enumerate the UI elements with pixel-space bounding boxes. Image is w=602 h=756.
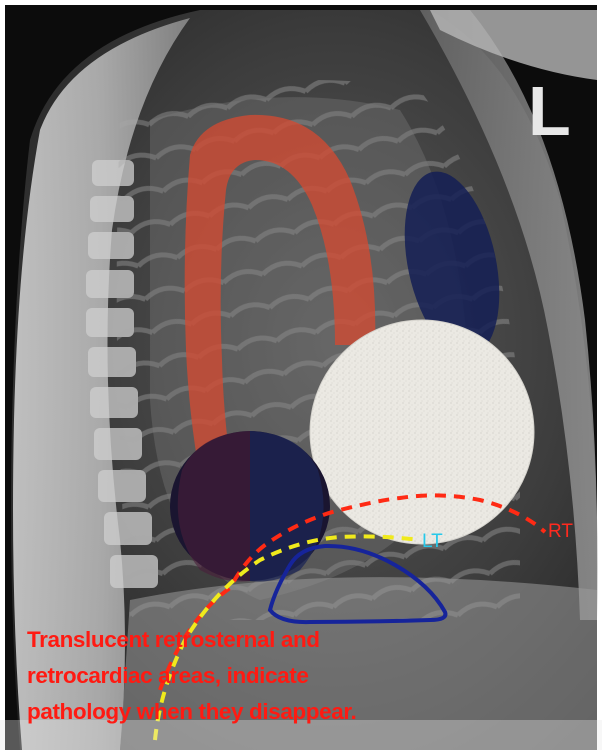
caption-line-2: retrocardiac areas, indicate [27,658,587,694]
caption-line-3: pathology when they disappear. [27,694,587,730]
rt-label: RT [548,521,573,543]
caption-line-1: Translucent retrosternal and [27,622,587,658]
side-marker-letter: L [528,76,571,146]
caption-text: Translucent retrosternal and retrocardia… [27,622,587,730]
lt-label: LT [422,531,443,553]
